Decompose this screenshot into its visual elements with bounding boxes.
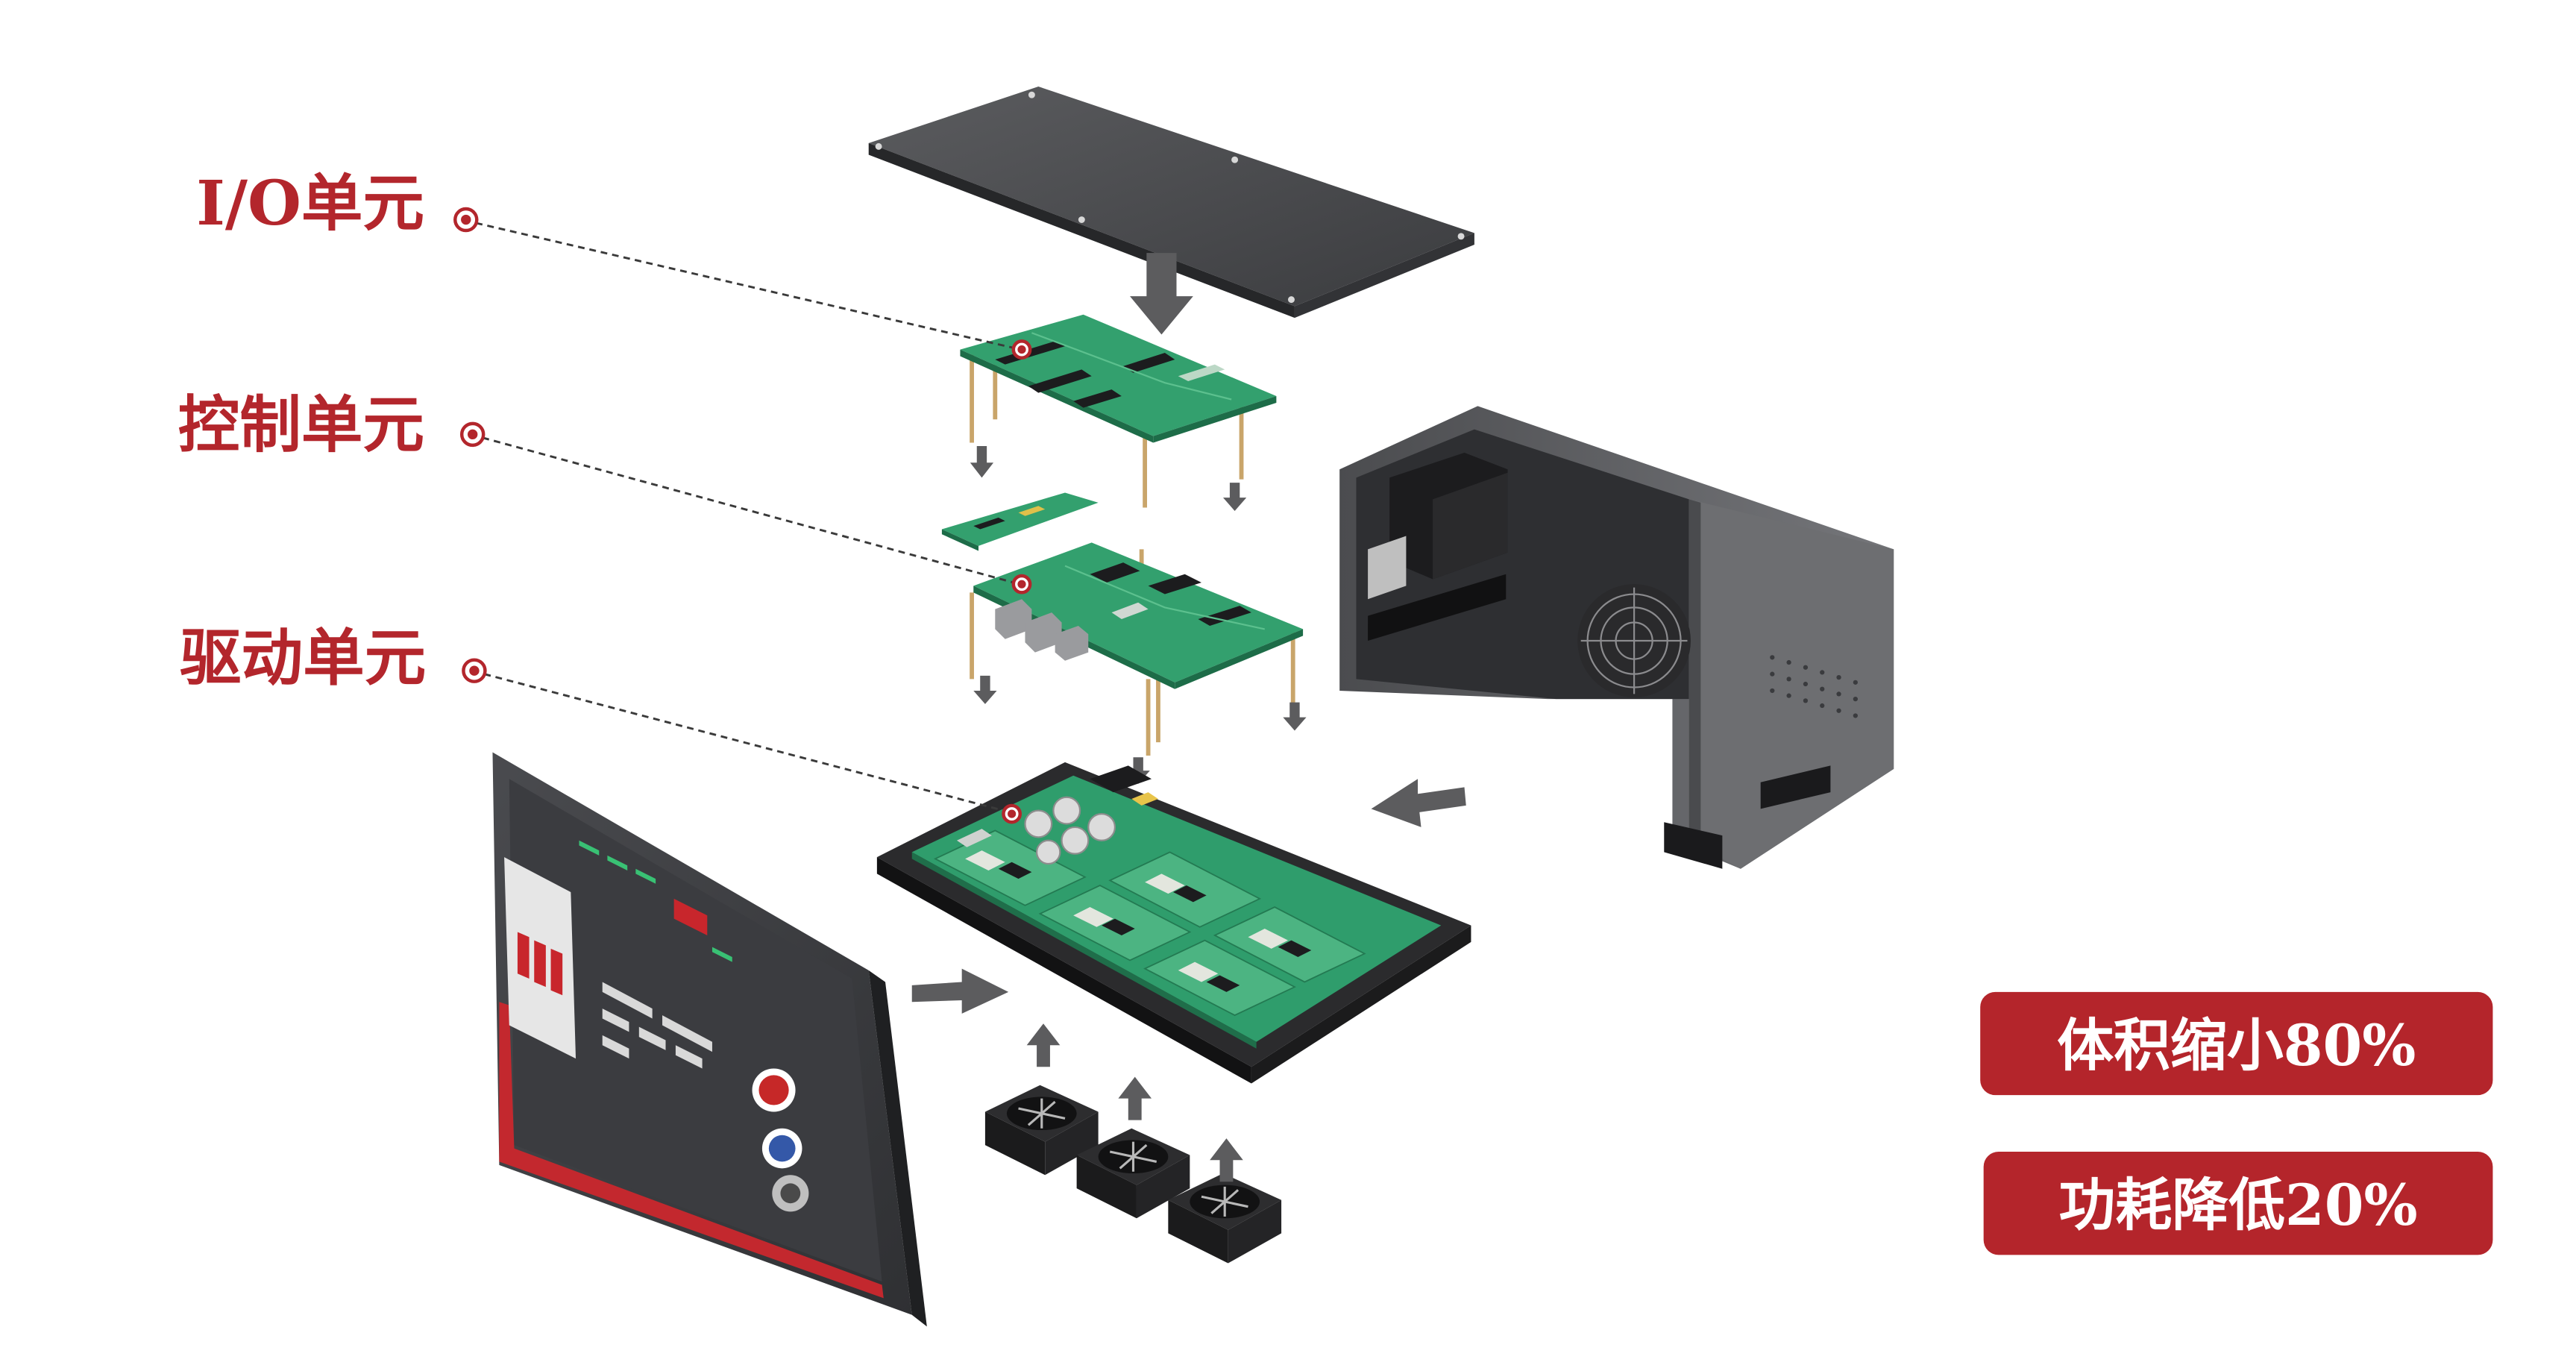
badge-text: 体积缩小80% — [2057, 1012, 2416, 1079]
callout-label: I/O单元 — [196, 167, 424, 239]
cooling-fan — [984, 1085, 1099, 1176]
left-arrow-icon — [1371, 779, 1466, 827]
cooling-fan — [1168, 1173, 1282, 1264]
callout-io: I/O单元 — [196, 167, 1032, 360]
callout-label: 驱动单元 — [180, 621, 426, 694]
down-arrow-icon — [970, 445, 1247, 511]
control-board — [941, 492, 1304, 756]
io-board — [960, 314, 1277, 508]
right-arrow-icon — [911, 968, 1009, 1014]
callout-drive: 驱动单元 — [180, 621, 1022, 824]
front-panel — [492, 752, 927, 1327]
highlight-badge-volume: 体积缩小80% — [1980, 991, 2493, 1096]
leader-line — [483, 673, 1004, 812]
down-arrow-icon — [1130, 253, 1193, 335]
callout-label: 控制单元 — [178, 389, 424, 461]
cooling-fan — [1076, 1128, 1190, 1219]
badge-text: 功耗降低20% — [2059, 1172, 2418, 1238]
drive-board — [876, 762, 1471, 1084]
up-arrow-icon — [1026, 1023, 1243, 1182]
leader-line — [475, 222, 1014, 349]
leader-line — [482, 436, 1014, 584]
top-cover — [868, 87, 1474, 319]
enclosure — [1339, 406, 1894, 869]
callout-control: 控制单元 — [178, 389, 1032, 594]
highlight-badge-power: 功耗降低20% — [1983, 1152, 2493, 1255]
down-arrow-icon — [973, 675, 1307, 784]
